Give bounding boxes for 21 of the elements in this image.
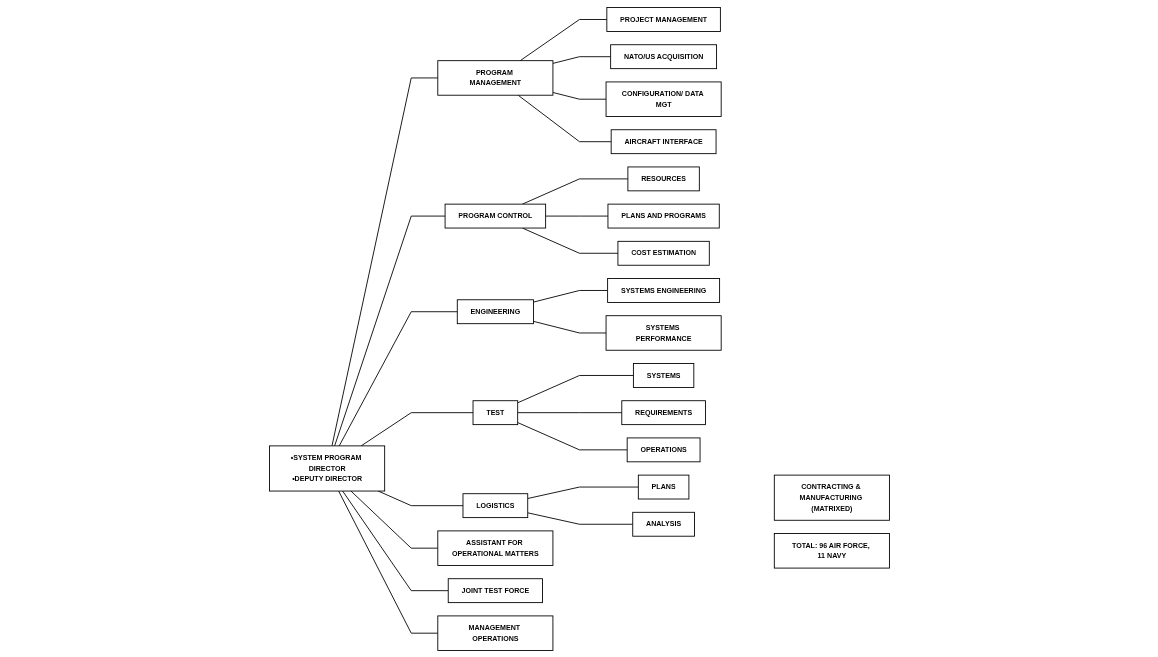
connector — [532, 289, 608, 303]
connector — [552, 55, 611, 64]
connector — [544, 215, 608, 217]
connector — [552, 91, 606, 100]
connector — [377, 490, 463, 506]
connector — [526, 486, 639, 499]
connector — [516, 411, 622, 413]
connector — [338, 310, 458, 446]
connector — [337, 490, 438, 634]
connector — [532, 320, 606, 333]
connector — [517, 94, 612, 142]
connector — [519, 18, 607, 61]
connector — [333, 215, 446, 446]
connector — [526, 511, 633, 525]
connector — [341, 490, 449, 591]
connector — [360, 411, 473, 446]
connector — [521, 227, 618, 254]
connector — [350, 490, 438, 549]
connector — [331, 77, 438, 446]
connector — [516, 421, 628, 450]
connector — [516, 374, 634, 403]
